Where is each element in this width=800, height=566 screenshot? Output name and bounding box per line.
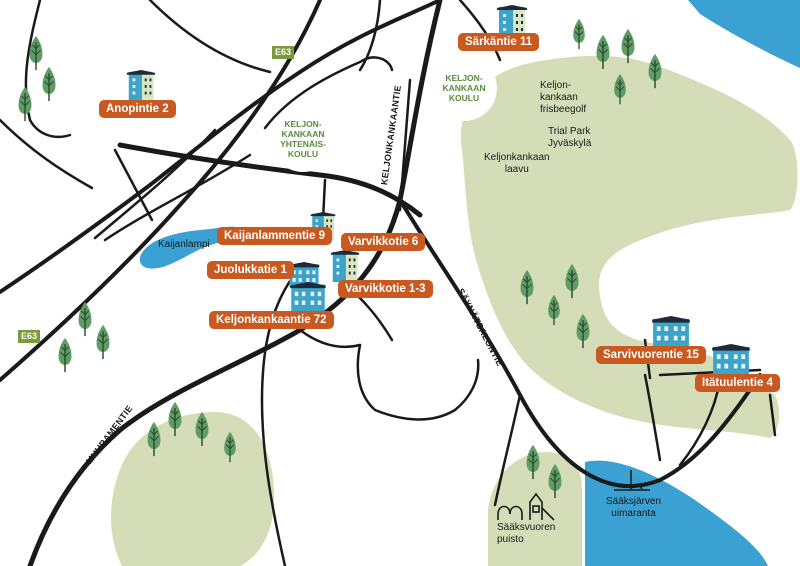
place-line: Sääksvuoren	[497, 522, 556, 533]
place-line: Keljon-	[540, 80, 572, 91]
lake-top-right	[688, 0, 800, 68]
school-line: KANKAAN	[442, 83, 486, 93]
school-line: KELJON-	[445, 73, 483, 83]
place-saaksvuoren-puisto[interactable]: Sääksvuoren puisto	[497, 522, 555, 546]
place-line: Jyväskylä	[548, 138, 592, 149]
address-label-varvikkotie-6[interactable]: Varvikkotie 6	[341, 233, 426, 251]
address-label-kaijanlammentie[interactable]: Kaijanlammentie 9	[217, 227, 332, 245]
place-line: uimaranta	[611, 508, 656, 519]
place-line: puisto	[497, 534, 524, 545]
school-yhtenaiskoulu[interactable]: KELJON- KANKAAN YHTENÄIS- KOULU	[270, 106, 336, 172]
park-area-keljonkangas	[460, 55, 798, 438]
highway-badge-e63-top: E63	[272, 46, 295, 59]
place-frisbeegolf[interactable]: Keljon- kankaan frisbeegolf	[540, 80, 586, 116]
place-line: Sääksjärven	[606, 496, 662, 507]
beach-umbrella-icon	[614, 469, 650, 491]
school-keljonkankaan-koulu[interactable]: KELJON- KANKAAN KOULU	[431, 55, 497, 121]
school-line: KOULU	[448, 93, 480, 103]
playground-icon	[497, 492, 555, 521]
address-label-keljonkankaantie[interactable]: Keljonkankaantie 72	[209, 311, 334, 329]
highway-badge-e63-left: E63	[18, 330, 41, 343]
school-line: KELJON-	[284, 119, 322, 129]
place-line: Trial Park	[548, 126, 591, 137]
address-label-varvikkotie-1-3[interactable]: Varvikkotie 1-3	[338, 280, 433, 298]
school-line: KOULU	[287, 149, 319, 159]
place-line: Keljonkankaan	[484, 152, 550, 163]
place-uimaranta[interactable]: Sääksjärven uimaranta	[606, 496, 661, 520]
address-label-sarkantie[interactable]: Särkäntie 11	[458, 33, 540, 51]
place-trial-park[interactable]: Trial Park Jyväskylä	[548, 126, 591, 150]
address-label-anopintie[interactable]: Anopintie 2	[99, 100, 176, 118]
lake-kaijanlampi	[139, 226, 239, 269]
address-label-sarvivuorentie[interactable]: Sarvivuorentie 15	[596, 346, 706, 364]
address-label-itatuulentie[interactable]: Itätuulentie 4	[695, 374, 780, 392]
address-label-juolukkatie[interactable]: Juolukkatie 1	[207, 261, 294, 279]
school-line: KANKAAN	[281, 129, 325, 139]
place-line: frisbeegolf	[540, 104, 587, 115]
place-line: kankaan	[540, 92, 578, 103]
school-line: YHTENÄIS-	[280, 139, 326, 149]
place-kaijanlampi[interactable]: Kaijanlampi	[158, 239, 210, 251]
park-area-southwest	[110, 412, 275, 566]
road-network	[0, 0, 777, 566]
place-line: laavu	[504, 164, 529, 175]
place-line: Kaijanlampi	[158, 239, 210, 250]
place-laavu[interactable]: Keljonkankaan laavu	[484, 152, 550, 176]
